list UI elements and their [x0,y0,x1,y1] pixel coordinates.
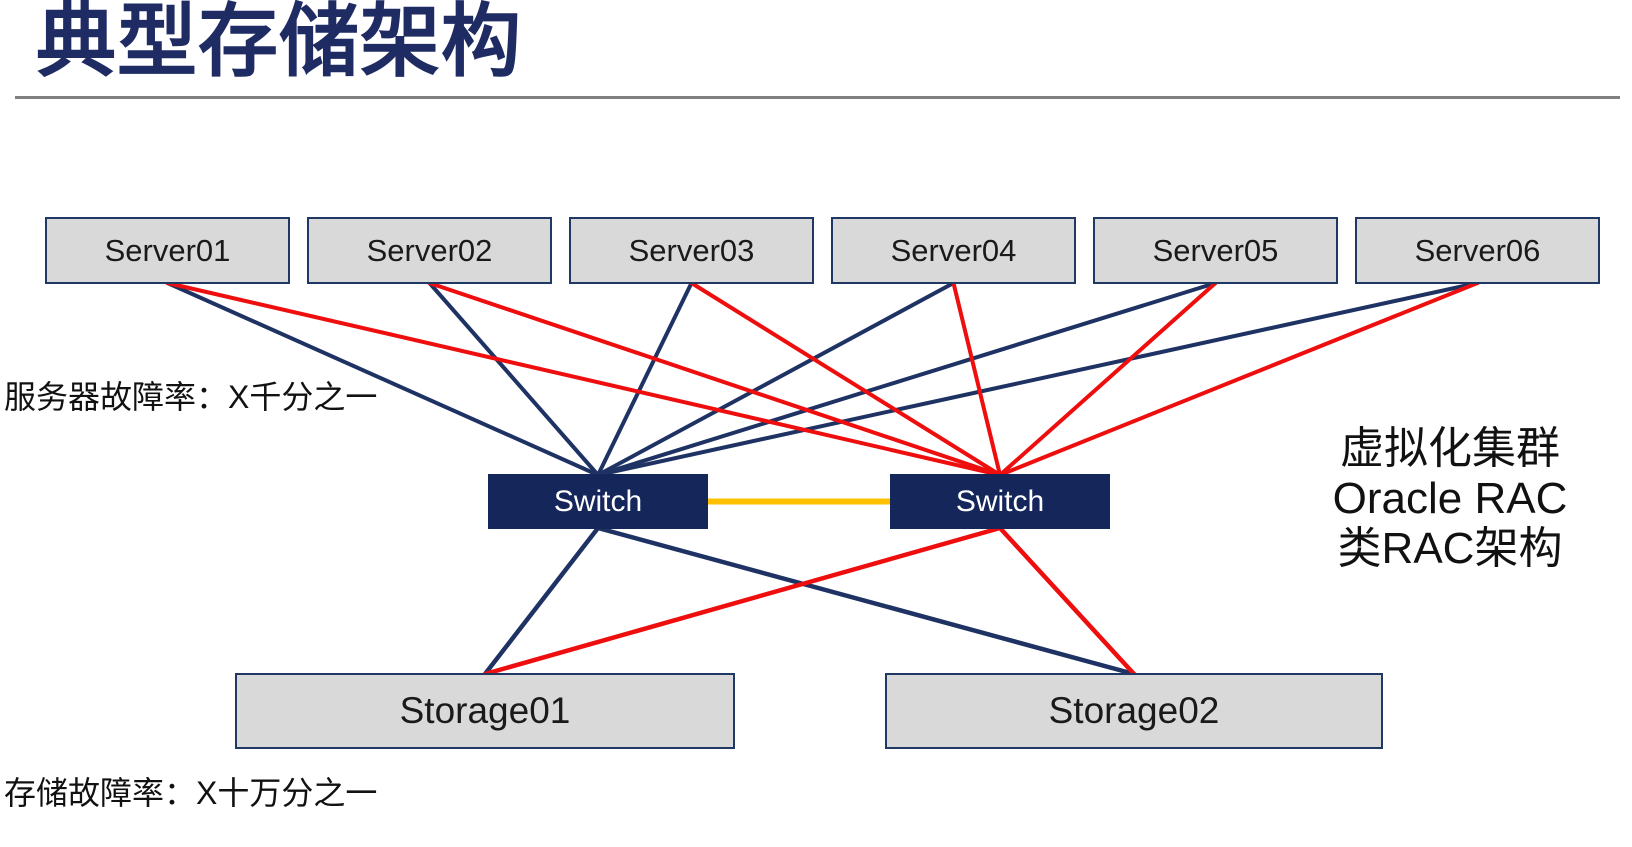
server-box-5: Server05 [1093,217,1338,284]
server-label: Server05 [1152,232,1279,268]
server-box-4: Server04 [831,217,1076,284]
server-label: Server01 [104,232,231,268]
title-divider [15,96,1620,99]
storage-label: Storage02 [1048,690,1220,731]
storage-failure-note: 存储故障率：X十万分之一 [4,775,378,811]
storage-label: Storage01 [399,690,571,731]
cluster-note: 虚拟化集群 Oracle RAC 类RAC架构 [1330,424,1570,574]
storage-box-2: Storage02 [885,673,1383,749]
server-box-3: Server03 [569,217,814,284]
server-box-6: Server06 [1355,217,1600,284]
server-label: Server02 [366,232,493,268]
switch-label: Switch [553,484,643,518]
server-label: Server03 [628,232,755,268]
switch-label: Switch [955,484,1045,518]
cluster-note-line: 虚拟化集群 [1340,424,1560,473]
server-failure-note: 服务器故障率：X千分之一 [4,379,378,415]
switch-box-right: Switch [890,474,1110,529]
server-box-2: Server02 [307,217,552,284]
server-label: Server04 [890,232,1017,268]
cluster-note-line: Oracle RAC [1332,474,1568,523]
storage-box-1: Storage01 [235,673,735,749]
cluster-note-line: 类RAC架构 [1337,524,1563,573]
page-title: 典型存储架构 [36,0,522,86]
server-label: Server06 [1414,232,1541,268]
switch-box-left: Switch [488,474,708,529]
server-box-1: Server01 [45,217,290,284]
